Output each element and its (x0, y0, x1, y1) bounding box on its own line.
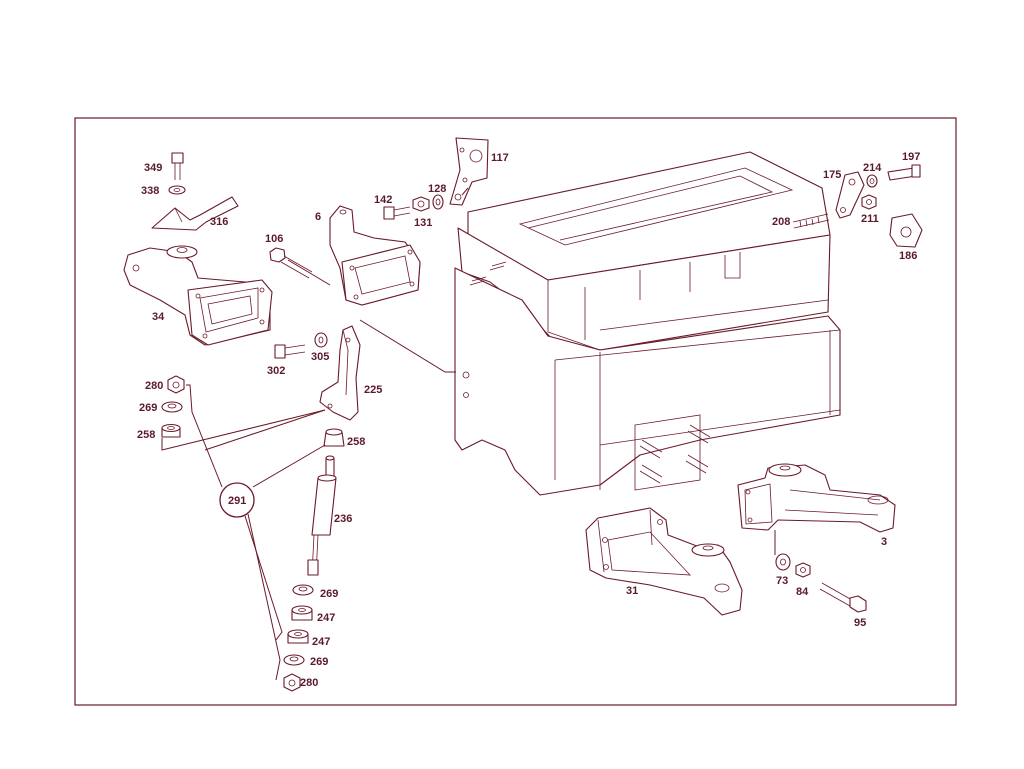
diagram-frame (74, 117, 957, 706)
bracket-117 (449, 137, 489, 206)
bushing-258-upper (323, 428, 345, 447)
bracket-6 (329, 205, 421, 306)
label-236: 236 (334, 513, 352, 525)
stud-208 (792, 213, 830, 229)
leader-lines (161, 187, 776, 681)
label-258-upper: 258 (347, 436, 365, 448)
label-128: 128 (428, 183, 446, 195)
label-31: 31 (626, 585, 638, 597)
mount-3 (737, 463, 896, 533)
label-302: 302 (267, 365, 285, 377)
label-214: 214 (863, 162, 882, 174)
bracket-225 (319, 325, 361, 421)
label-338: 338 (141, 185, 159, 197)
bolt-142 (383, 206, 411, 220)
label-34: 34 (152, 311, 165, 323)
nut-280-lower (283, 673, 301, 692)
label-131: 131 (414, 217, 432, 229)
label-186: 186 (899, 250, 917, 262)
label-247-lower: 247 (312, 636, 330, 648)
label-73: 73 (776, 575, 788, 587)
bracket-316 (151, 196, 239, 231)
label-349: 349 (144, 162, 162, 174)
label-316: 316 (210, 216, 228, 228)
label-291: 291 (228, 495, 246, 507)
label-142: 142 (374, 194, 392, 206)
label-117: 117 (491, 152, 509, 164)
washer-269-mid (292, 584, 314, 596)
label-280-lower: 280 (300, 677, 318, 689)
bolt-197 (887, 164, 921, 181)
label-211: 211 (861, 213, 879, 225)
plate-186 (889, 213, 923, 248)
bolt-106 (269, 247, 313, 279)
label-247-upper: 247 (317, 612, 335, 624)
bracket-175 (835, 171, 865, 219)
nut-73 (775, 553, 791, 571)
bushing-247-upper (291, 605, 313, 621)
nut-84 (795, 562, 811, 578)
part-labels: 349 338 316 106 6 142 131 128 117 175 21… (137, 151, 920, 689)
label-208: 208 (772, 216, 790, 228)
label-175: 175 (823, 169, 841, 181)
label-225: 225 (364, 384, 382, 396)
washer-128 (432, 194, 444, 210)
bolt-349 (171, 152, 184, 180)
nut-280-upper (167, 375, 185, 394)
washer-305 (314, 332, 328, 348)
label-84: 84 (796, 586, 809, 598)
label-3: 3 (881, 536, 887, 548)
label-6: 6 (315, 211, 321, 223)
mount-34 (123, 245, 273, 346)
bushing-258-lower (161, 423, 181, 438)
kit-291-callout (219, 482, 255, 518)
engine-block (454, 151, 841, 496)
label-269-lower: 269 (310, 656, 328, 668)
bolt-95 (819, 582, 867, 613)
washer-269-upper (161, 401, 183, 413)
washer-214 (866, 174, 878, 188)
bushing-247-lower (287, 629, 309, 644)
label-269-upper: 269 (139, 402, 157, 414)
nut-131 (412, 196, 430, 212)
mount-31 (585, 507, 743, 616)
washer-338 (168, 185, 186, 195)
label-269-mid: 269 (320, 588, 338, 600)
label-197: 197 (902, 151, 920, 163)
label-95: 95 (854, 617, 866, 629)
damper-236 (307, 455, 337, 576)
nut-211 (861, 194, 877, 210)
label-280-upper: 280 (145, 380, 163, 392)
label-106: 106 (265, 233, 283, 245)
label-305: 305 (311, 351, 329, 363)
label-258-lower: 258 (137, 429, 155, 441)
washer-269-lower (283, 654, 305, 666)
bolt-302 (274, 344, 306, 359)
